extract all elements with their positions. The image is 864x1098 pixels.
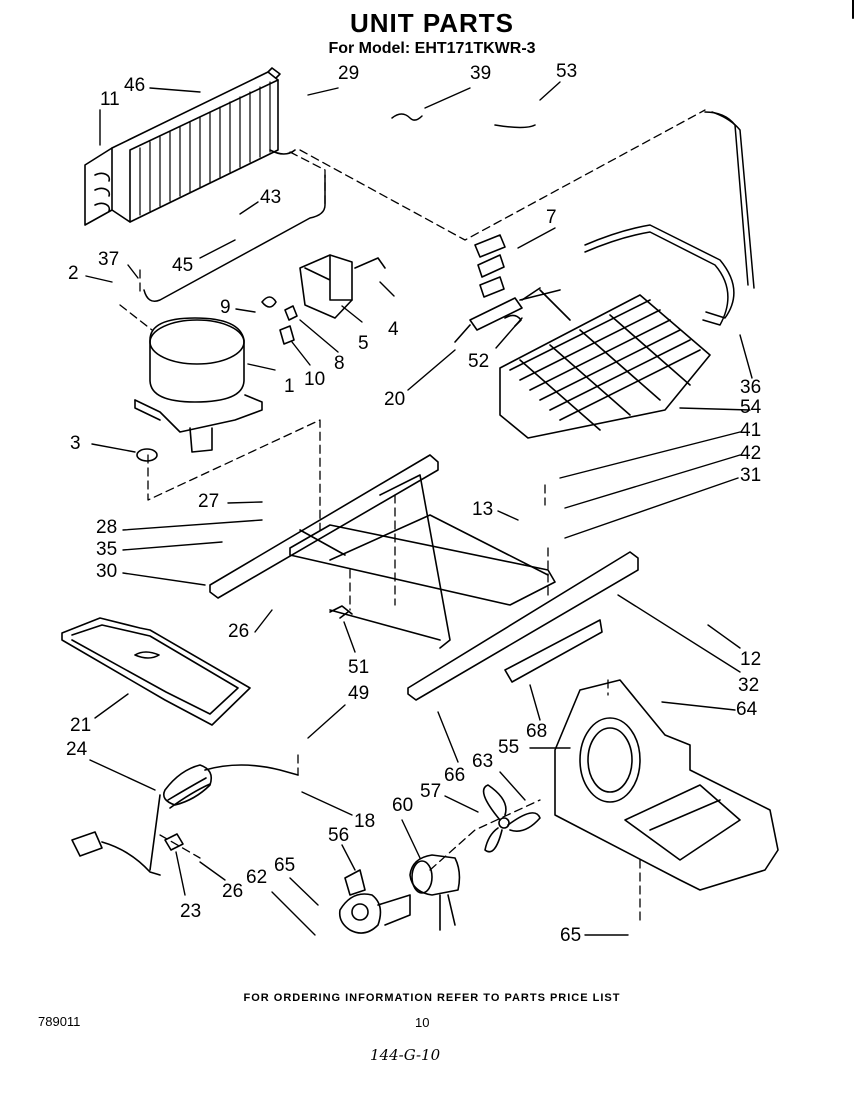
callout-2: 2 bbox=[68, 263, 79, 284]
callout-55: 55 bbox=[498, 737, 520, 758]
callout-3: 3 bbox=[70, 433, 81, 454]
callout-51: 51 bbox=[348, 657, 370, 678]
compressor-drawing bbox=[135, 318, 262, 461]
callout-37: 37 bbox=[98, 249, 120, 270]
callout-4: 4 bbox=[388, 319, 399, 340]
callout-27: 27 bbox=[198, 491, 220, 512]
callout-53: 53 bbox=[556, 61, 578, 82]
callout-46: 46 bbox=[124, 75, 146, 96]
callout-42: 42 bbox=[740, 443, 762, 464]
callout-20: 20 bbox=[384, 389, 406, 410]
fan-motor-drawing bbox=[340, 855, 460, 933]
callout-32: 32 bbox=[738, 675, 760, 696]
callout-64: 64 bbox=[736, 699, 758, 720]
base-frame-drawing bbox=[210, 455, 638, 700]
callout-36: 36 bbox=[740, 377, 762, 398]
fan-blade-drawing bbox=[484, 785, 540, 852]
callout-5: 5 bbox=[358, 333, 369, 354]
callout-54: 54 bbox=[740, 397, 762, 418]
condenser-coil-drawing bbox=[85, 68, 295, 225]
callout-8: 8 bbox=[334, 353, 345, 374]
callout-41: 41 bbox=[740, 420, 762, 441]
callout-43: 43 bbox=[260, 187, 282, 208]
callout-65-motor: 65 bbox=[274, 855, 296, 876]
callout-62: 62 bbox=[246, 867, 268, 888]
callout-68: 68 bbox=[526, 721, 548, 742]
fan-bracket-drawing bbox=[555, 680, 778, 890]
refrigerant-tubing bbox=[144, 112, 754, 325]
callout-30: 30 bbox=[96, 561, 118, 582]
callout-9: 9 bbox=[220, 297, 231, 318]
callout-13: 13 bbox=[472, 499, 494, 520]
callout-26-frame: 26 bbox=[228, 621, 250, 642]
callout-29: 29 bbox=[338, 63, 360, 84]
drain-pan-drawing bbox=[62, 618, 250, 725]
page-number: 10 bbox=[415, 1015, 430, 1030]
callout-31: 31 bbox=[740, 465, 762, 486]
callout-23: 23 bbox=[180, 901, 202, 922]
callout-57: 57 bbox=[420, 781, 442, 802]
callout-66: 66 bbox=[444, 765, 466, 786]
callout-leader-lines bbox=[86, 82, 752, 935]
callout-18: 18 bbox=[354, 811, 376, 832]
callout-39: 39 bbox=[470, 63, 492, 84]
callout-12: 12 bbox=[740, 649, 762, 670]
callout-10: 10 bbox=[304, 369, 326, 390]
callout-21: 21 bbox=[70, 715, 92, 736]
callout-52: 52 bbox=[468, 351, 490, 372]
callout-63: 63 bbox=[472, 751, 494, 772]
document-code: 789011 bbox=[38, 1014, 81, 1029]
ordering-info-note: FOR ORDERING INFORMATION REFER TO PARTS … bbox=[243, 992, 621, 1004]
power-cord-drawing bbox=[72, 765, 298, 875]
handwritten-annotation: 144-G-10 bbox=[370, 1046, 441, 1064]
callout-1: 1 bbox=[284, 376, 295, 397]
callout-60: 60 bbox=[392, 795, 414, 816]
callout-11: 11 bbox=[100, 89, 120, 110]
callout-49: 49 bbox=[348, 683, 370, 704]
callout-56: 56 bbox=[328, 825, 350, 846]
callout-24: 24 bbox=[66, 739, 88, 760]
callout-45: 45 bbox=[172, 255, 194, 276]
filter-dryer-drawing bbox=[455, 235, 540, 342]
evaporator-coil-drawing bbox=[500, 290, 710, 438]
relay-overload-parts bbox=[262, 255, 385, 344]
callout-26-cord: 26 bbox=[222, 881, 244, 902]
callout-28: 28 bbox=[96, 517, 118, 538]
page-title: UNIT PARTS bbox=[349, 8, 515, 38]
callout-65-bracket: 65 bbox=[560, 925, 582, 946]
model-subtitle: For Model: EHT171TKWR-3 bbox=[328, 40, 536, 57]
callout-35: 35 bbox=[96, 539, 118, 560]
callout-7: 7 bbox=[546, 207, 557, 228]
